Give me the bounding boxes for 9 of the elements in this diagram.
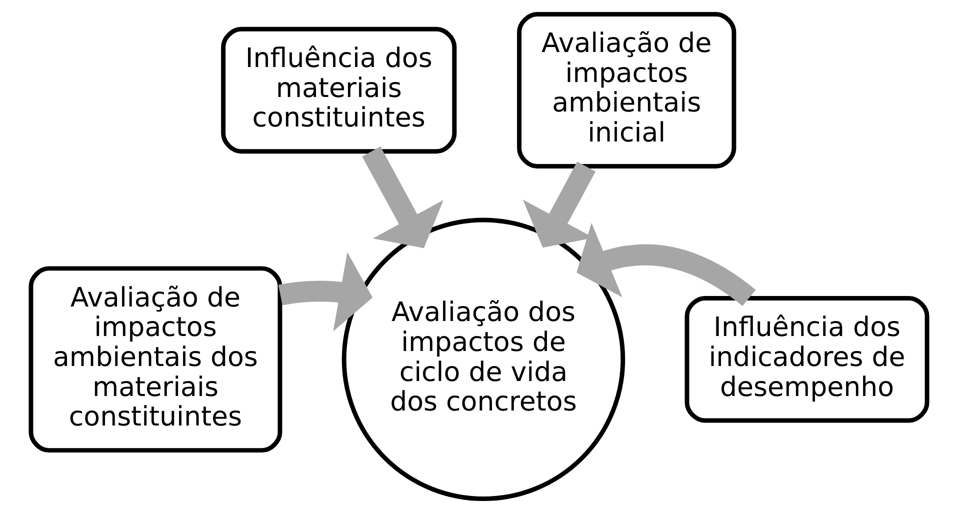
arrow <box>278 252 373 332</box>
node-circle: Avaliação dos impactos de ciclo de vida dos concretos <box>342 218 626 502</box>
arrow <box>522 162 596 248</box>
node-box: Influência dos indicadores de desempenho <box>684 296 930 423</box>
arrow <box>576 222 756 306</box>
node-box: Avaliação de impactos ambientais inicial <box>517 12 736 169</box>
node-box: Avaliação de impactos ambientais dos materiais constituintes <box>28 266 282 453</box>
node-box: Influência dos materiais constituintes <box>221 26 457 154</box>
arrow <box>362 146 444 248</box>
